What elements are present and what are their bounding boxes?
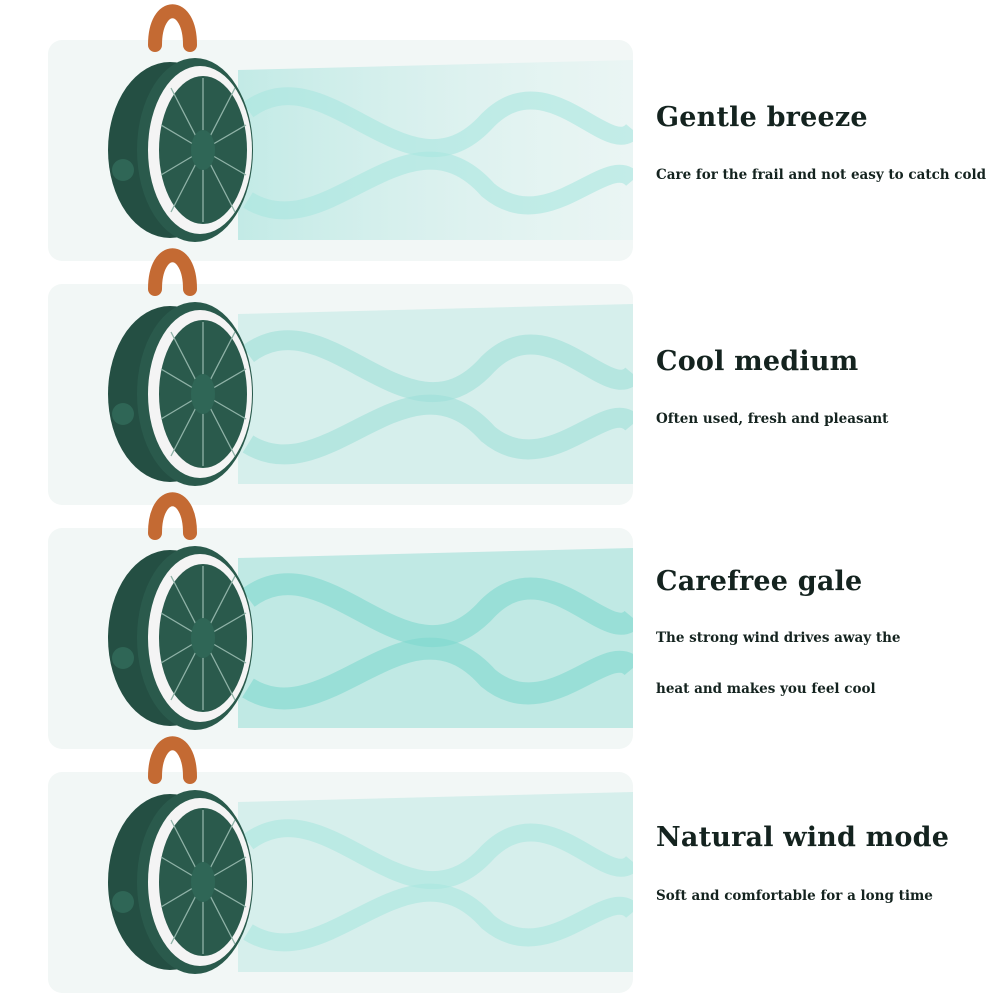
mode-row-natural-wind: Natural wind mode Soft and comfortable f… [0, 732, 990, 993]
fan-image [108, 4, 253, 242]
fan-image [108, 492, 253, 730]
airflow-visual [238, 304, 633, 484]
mode-row-gentle-breeze: Gentle breeze Care for the frail and not… [0, 0, 990, 261]
mode-description: Often used, fresh and pleasant [656, 411, 889, 427]
mode-title: Natural wind mode [656, 822, 950, 853]
airflow-visual [238, 548, 633, 728]
mode-row-carefree-gale: Carefree gale The strong wind drives awa… [0, 488, 990, 749]
fan-image [108, 736, 253, 974]
airflow-visual [238, 60, 633, 240]
mode-row-cool-medium: Cool medium Often used, fresh and pleasa… [0, 244, 990, 505]
mode-title: Carefree gale [656, 566, 863, 597]
mode-title: Cool medium [656, 346, 859, 377]
mode-description-line-2: heat and makes you feel cool [656, 681, 876, 697]
mode-description-line-1: The strong wind drives away the [656, 630, 901, 646]
mode-description: Soft and comfortable for a long time [656, 888, 933, 904]
fan-image [108, 248, 253, 486]
airflow-visual [238, 792, 633, 972]
mode-description: Care for the frail and not easy to catch… [656, 167, 987, 183]
mode-title: Gentle breeze [656, 102, 868, 133]
